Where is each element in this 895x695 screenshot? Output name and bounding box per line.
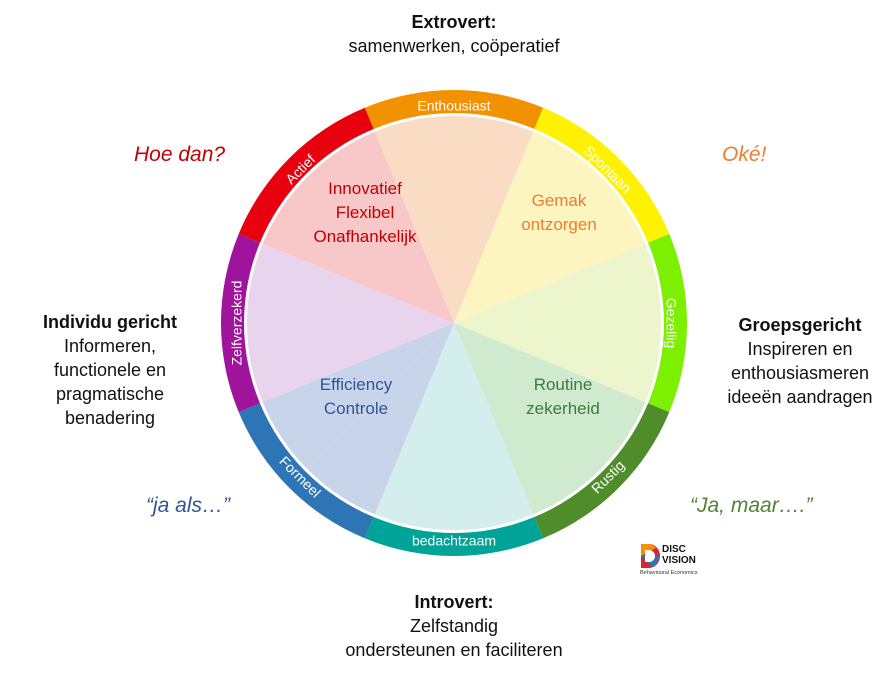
- inner-slice: [454, 243, 661, 323]
- groep-line2: enthousiasmeren: [730, 363, 870, 383]
- inner-slice: [247, 323, 454, 403]
- inner-slice: [454, 176, 646, 323]
- inner-slice: [454, 323, 601, 515]
- quadrant-label-yellow: ontzorgen: [521, 215, 597, 234]
- logo-title-line2: VISION: [662, 555, 696, 566]
- individu-line1: Informeren,: [63, 336, 157, 356]
- introvert-title: Introvert:: [414, 592, 494, 612]
- quadrant-label-red: Flexibel: [336, 203, 395, 222]
- quote-ja-maar: “Ja, maar….”: [690, 494, 813, 517]
- logo-title-line1: DISC: [662, 544, 686, 555]
- quote-ja-als: “ja als…”: [146, 494, 231, 517]
- ring-label-enthousiast: Enthousiast: [417, 98, 490, 114]
- introvert-line2: ondersteunen en faciliteren: [345, 640, 563, 660]
- inner-slice: [374, 323, 454, 530]
- disc-vision-logo: DISC VISION Behavioural Economics: [640, 543, 710, 577]
- inner-slices: [247, 116, 661, 530]
- extrovert-subtitle: samenwerken, coöperatief: [348, 36, 560, 56]
- inner-slice: [262, 323, 454, 470]
- inner-slice: [374, 116, 454, 323]
- quadrant-label-green: zekerheid: [526, 399, 600, 418]
- inner-slice: [454, 131, 601, 323]
- introvert-line1: Zelfstandig: [409, 616, 499, 636]
- groep-title: Groepsgericht: [738, 315, 862, 335]
- quadrant-label-yellow: Gemak: [532, 191, 587, 210]
- ring-label-bedachtzaam: bedachtzaam: [412, 533, 496, 549]
- logo-subtitle: Behavioural Economics: [640, 570, 698, 576]
- quadrant-label-red: Innovatief: [328, 179, 402, 198]
- ring-label-zelfverzekerd: Zelfverzekerd: [229, 281, 245, 366]
- quadrant-label-red: Onafhankelijk: [313, 227, 417, 246]
- quote-oke: Oké!: [722, 143, 767, 166]
- individu-line3: pragmatische: [55, 384, 165, 404]
- inner-slice: [307, 131, 454, 323]
- groep-line3: ideeën aandragen: [727, 387, 873, 407]
- logo-title: DISC VISION: [662, 544, 696, 566]
- individu-line2: functionele en: [53, 360, 167, 380]
- ring-label-gezellig: Gezellig: [664, 298, 680, 349]
- individu-title: Individu gericht: [42, 312, 177, 332]
- quadrant-label-green: Routine: [534, 375, 593, 394]
- inner-slice: [454, 323, 534, 530]
- inner-slice: [454, 116, 534, 323]
- quadrant-label-blue: Efficiency: [320, 375, 393, 394]
- inner-slice: [247, 243, 454, 323]
- quote-hoe-dan: Hoe dan?: [134, 143, 226, 166]
- inner-slice: [454, 323, 661, 403]
- quadrant-label-blue: Controle: [324, 399, 388, 418]
- individu-line4: benadering: [64, 408, 156, 428]
- logo-d-icon: [641, 544, 660, 568]
- extrovert-title: Extrovert:: [411, 12, 497, 32]
- groep-line1: Inspireren en: [747, 339, 853, 359]
- inner-slice: [262, 176, 454, 323]
- inner-slice: [307, 323, 454, 515]
- inner-slice: [454, 323, 646, 470]
